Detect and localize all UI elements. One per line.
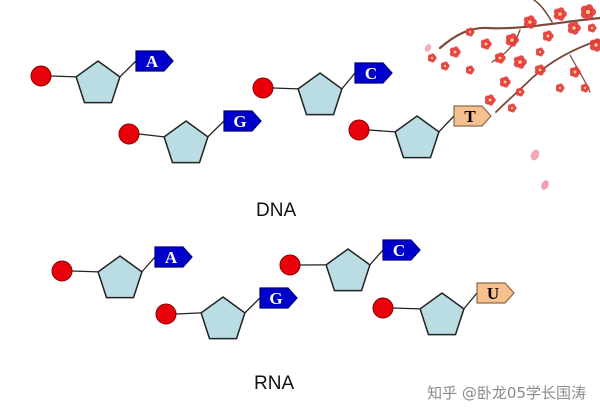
falling-petal [530, 149, 540, 161]
plum-blossom-branch-icon [424, 0, 600, 190]
blossom-flower [449, 46, 461, 58]
sugar-pentagon [97, 255, 143, 299]
phosphate-circle [279, 254, 301, 276]
sugar-base-bond [141, 256, 156, 273]
base-tag [453, 105, 492, 127]
blossom-flower [534, 64, 546, 76]
base-tag [382, 239, 421, 261]
blossom-flower [580, 83, 590, 93]
sugar-base-bond [369, 249, 384, 266]
base-tag [354, 62, 393, 84]
sugar-base-bond [341, 72, 356, 90]
sugar-pentagon [325, 248, 371, 292]
base-letter: G [233, 112, 246, 131]
sugar-pentagon [394, 115, 440, 159]
blossom-flower [507, 103, 517, 113]
branch-line [495, 39, 600, 113]
sugar-base-bond [244, 297, 261, 314]
base-letter: C [393, 241, 405, 260]
base-tag [259, 287, 298, 309]
sugar-pentagon [297, 72, 343, 116]
dna-nucleotide-a: A [30, 50, 174, 104]
sugar-pentagon [163, 120, 209, 164]
watermark-text: 知乎 @卧龙05学长国涛 [427, 384, 586, 402]
phosphate-sugar-bond [50, 75, 77, 78]
base-tag [135, 50, 174, 72]
nucleotide-layer: A C G T A C G U [30, 50, 515, 340]
phosphate-sugar-bond [138, 133, 165, 138]
sugar-base-bond [438, 115, 455, 133]
blossom-flower [480, 38, 492, 50]
phosphate-sugar-bond [368, 129, 396, 133]
blossom-flower [542, 30, 554, 42]
blossom-flower [580, 4, 597, 20]
phosphate-sugar-bond [71, 270, 99, 273]
blossom-flower [494, 52, 506, 64]
rna-nucleotide-c: C [279, 239, 421, 292]
blossom-flower [484, 94, 496, 106]
phosphate-circle [30, 65, 52, 87]
base-tag [154, 246, 193, 268]
blossom-flower [535, 47, 545, 57]
sugar-base-bond [207, 120, 225, 138]
branch-line [438, 16, 600, 50]
base-letter: T [464, 107, 476, 126]
phosphate-circle [51, 260, 73, 282]
branch-line [533, 0, 553, 23]
blossom-flower [427, 53, 437, 63]
falling-petal [424, 43, 432, 53]
blossom-flower [465, 65, 475, 75]
rna-nucleotide-g: G [155, 287, 298, 340]
blossom-flower [553, 7, 567, 21]
blossom-flower [465, 27, 475, 37]
blossom-flower [555, 83, 565, 93]
base-letter: G [269, 289, 282, 308]
phosphate-circle [372, 297, 394, 319]
phosphate-sugar-bond [272, 87, 299, 90]
phosphate-circle [252, 77, 274, 99]
base-letter: A [146, 52, 159, 71]
phosphate-circle [155, 303, 177, 325]
blossom-flower [505, 33, 519, 47]
sugar-pentagon [200, 296, 246, 340]
base-letter: C [365, 64, 377, 83]
dna-nucleotide-g: G [118, 110, 262, 164]
dna-nucleotide-c: C [252, 62, 393, 116]
phosphate-sugar-bond [392, 307, 421, 310]
blossom-flower [513, 55, 527, 69]
rna-nucleotide-a: A [51, 246, 193, 299]
rna-nucleotide-u: U [372, 282, 515, 336]
blossom-flower [499, 76, 511, 88]
rna-label: RNA [254, 373, 295, 394]
blossom-flower [587, 23, 597, 33]
base-letter: U [487, 284, 499, 303]
blossom-flower [567, 21, 581, 35]
base-tag [476, 282, 515, 304]
sugar-base-bond [463, 292, 478, 310]
sugar-base-bond [119, 60, 137, 78]
blossom-flower [515, 87, 525, 97]
blossom-flower [569, 66, 581, 78]
blossom-flower [589, 38, 600, 52]
base-tag [223, 110, 262, 132]
blossom-flower [523, 15, 537, 29]
phosphate-sugar-bond [175, 312, 202, 315]
phosphate-circle [348, 119, 370, 141]
sugar-pentagon [419, 292, 465, 336]
dna-label: DNA [256, 200, 297, 221]
dna-nucleotide-t: T [348, 105, 492, 159]
blossom-flower [440, 61, 450, 71]
sugar-pentagon [75, 60, 121, 104]
phosphate-circle [118, 123, 140, 145]
falling-petal [541, 180, 549, 190]
base-letter: A [165, 248, 178, 267]
